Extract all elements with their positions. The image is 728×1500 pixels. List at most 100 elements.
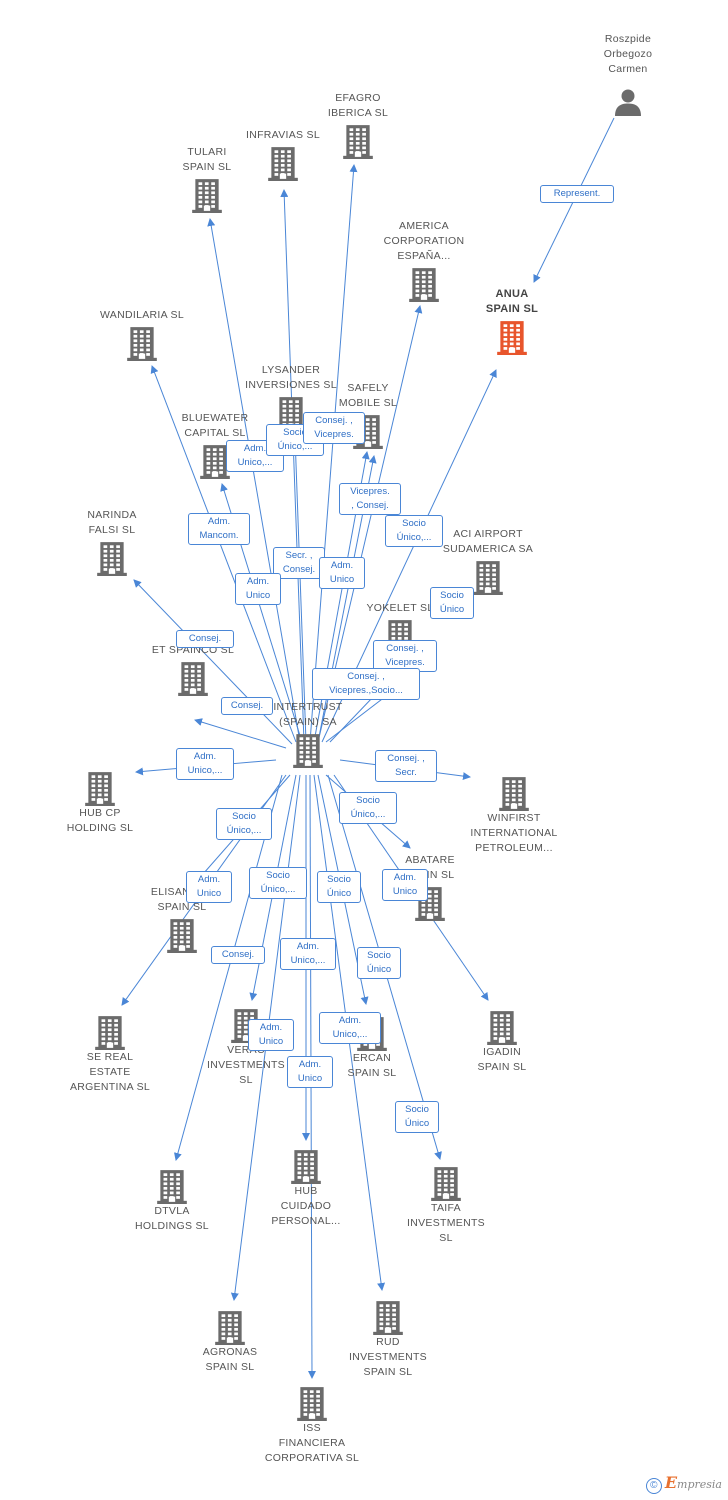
company-label: ISS FINANCIERA CORPORATIVA SL [264, 1422, 360, 1464]
company-label: LYSANDER INVERSIONES SL [245, 364, 337, 391]
company-node-taifa[interactable]: TAIFA INVESTMENTS SL [381, 1163, 511, 1246]
company-node-anua[interactable]: ANUA SPAIN SL [447, 287, 577, 355]
company-label: SAFELY MOBILE SL [338, 382, 398, 409]
building-icon [178, 662, 208, 696]
company-label: DTVLA HOLDINGS SL [135, 1205, 209, 1232]
building-icon [343, 125, 373, 159]
company-node-efagro[interactable]: EFAGRO IBERICA SL [293, 91, 423, 159]
relation-label-narinda[interactable]: Consej. [176, 630, 234, 648]
relation-label-represent[interactable]: Represent. [540, 185, 614, 203]
copyright-footer: ©Empresia [645, 1473, 722, 1494]
company-node-hubcp[interactable]: HUB CP HOLDING SL [35, 768, 165, 836]
relation-label-taifa[interactable]: Socio Único [357, 947, 401, 979]
building-icon [293, 734, 323, 768]
company-node-bluewater[interactable]: BLUEWATER CAPITAL SL [150, 411, 280, 479]
edge-line [133, 579, 293, 745]
company-node-wandilaria[interactable]: WANDILARIA SL [77, 308, 207, 361]
edge-line [150, 365, 297, 743]
company-label: NARINDA FALSI SL [87, 509, 137, 536]
relation-label-wandilaria[interactable]: Adm. Mancom. [188, 513, 250, 545]
building-icon [291, 1150, 321, 1184]
company-label: ERCAN SPAIN SL [347, 1052, 397, 1079]
relation-label-hubcuidado[interactable]: Adm. Unico,... [280, 938, 336, 970]
company-label: IGADIN SPAIN SL [477, 1046, 527, 1073]
relation-label-anua[interactable]: Consej. , Vicepres.,Socio... [312, 668, 420, 700]
company-label: EFAGRO IBERICA SL [327, 92, 389, 119]
company-node-hubcuidado[interactable]: HUB CUIDADO PERSONAL... [241, 1146, 371, 1229]
company-label: HUB CUIDADO PERSONAL... [271, 1185, 341, 1227]
relation-label-america[interactable]: Socio Único,... [385, 515, 443, 547]
relation-label-abatare[interactable]: Socio Único,... [339, 792, 397, 824]
edge-line [280, 189, 305, 743]
company-node-tulari[interactable]: TULARI SPAIN SL [142, 145, 272, 213]
company-node-winfirst[interactable]: WINFIRST INTERNATIONAL PETROLEUM... [449, 773, 579, 856]
building-icon [373, 1301, 403, 1335]
brand-name: mpresia [677, 1478, 722, 1491]
relation-label-elisandra2[interactable]: Adm. Unico [186, 871, 232, 903]
relation-label-etspainco[interactable]: Consej. [221, 697, 273, 715]
company-node-dtvla[interactable]: DTVLA HOLDINGS SL [107, 1166, 237, 1234]
copyright-icon: © [645, 1478, 662, 1494]
company-label: WANDILARIA SL [99, 309, 185, 321]
relation-label-igadin[interactable]: Adm. Unico [382, 869, 428, 901]
company-label: AMERICA CORPORATION ESPAÑA... [383, 220, 465, 262]
relation-label-aci[interactable]: Socio Único [430, 587, 474, 619]
company-node-iss[interactable]: ISS FINANCIERA CORPORATIVA SL [247, 1383, 377, 1466]
relation-label-hubcp[interactable]: Adm. Unico,... [176, 748, 234, 780]
company-node-safely[interactable]: SAFELY MOBILE SL [303, 381, 433, 449]
building-icon [95, 1016, 125, 1050]
relation-label-sereal[interactable]: Consej. [211, 946, 265, 964]
building-icon [127, 327, 157, 361]
company-node-agronas[interactable]: AGRONAS SPAIN SL [165, 1307, 295, 1375]
building-icon [200, 445, 230, 479]
company-node-elisandra[interactable]: ELISANDRA SPAIN SL [117, 885, 247, 953]
company-node-narinda[interactable]: NARINDA FALSI SL [47, 508, 177, 576]
relation-label-verac[interactable]: Socio Único,... [249, 867, 307, 899]
company-label: HUB CP HOLDING SL [66, 807, 134, 834]
company-label: ACI AIRPORT SUDAMERICA SA [442, 528, 534, 555]
company-node-rud[interactable]: RUD INVESTMENTS SPAIN SL [323, 1297, 453, 1380]
relation-label-safely2[interactable]: Adm. Unico [319, 557, 365, 589]
relation-label-yokelet[interactable]: Consej. , Vicepres. [373, 640, 437, 672]
company-node-aciairport[interactable]: ACI AIRPORT SUDAMERICA SA [423, 527, 553, 595]
company-node-etspainco[interactable]: ET SPAINCO SL [128, 643, 258, 696]
relation-label-ercan[interactable]: Socio Único [317, 871, 361, 903]
relation-label-ercan2[interactable]: Adm. Unico,... [319, 1012, 381, 1044]
relation-label-safely[interactable]: Vicepres. , Consej. [339, 483, 401, 515]
person-node[interactable]: Roszpide Orbegozo Carmen [578, 32, 678, 117]
relation-label-efagro[interactable]: Consej. , Vicepres. [303, 412, 365, 444]
person-label: Roszpide Orbegozo Carmen [603, 33, 653, 75]
building-icon [431, 1167, 461, 1201]
edge-line [291, 435, 307, 743]
company-label: BLUEWATER CAPITAL SL [181, 412, 249, 439]
edge-line [309, 164, 358, 743]
company-label: TAIFA INVESTMENTS SL [407, 1202, 485, 1244]
building-icon [215, 1311, 245, 1345]
relation-label-bluewater[interactable]: Adm. Unico [235, 573, 281, 605]
building-icon [85, 772, 115, 806]
relation-label-taifa2[interactable]: Socio Único [395, 1101, 439, 1133]
relation-label-elisandra[interactable]: Socio Único,... [216, 808, 272, 840]
person-icon [615, 89, 641, 116]
company-label: WINFIRST INTERNATIONAL PETROLEUM... [470, 812, 558, 854]
company-node-intertrust[interactable]: INTERTRUST (SPAIN) SA [243, 700, 373, 768]
company-node-america[interactable]: AMERICA CORPORATION ESPAÑA... [359, 219, 489, 302]
company-node-sereal[interactable]: SE REAL ESTATE ARGENTINA SL [45, 1012, 175, 1095]
building-icon [167, 919, 197, 953]
company-node-infravias[interactable]: INFRAVIAS SL [218, 128, 348, 181]
relation-label-agronas[interactable]: Adm. Unico [248, 1019, 294, 1051]
edge-line [207, 218, 301, 743]
company-label: RUD INVESTMENTS SPAIN SL [349, 1336, 427, 1378]
company-node-igadin[interactable]: IGADIN SPAIN SL [437, 1007, 567, 1075]
building-icon [499, 777, 529, 811]
relation-label-winfirst[interactable]: Consej. , Secr. [375, 750, 437, 782]
company-label: TULARI SPAIN SL [182, 146, 232, 173]
brand-initial: E [664, 1473, 678, 1492]
company-label: INTERTRUST (SPAIN) SA [273, 701, 343, 728]
company-label: YOKELET SL [366, 602, 434, 614]
building-icon [487, 1011, 517, 1045]
building-icon [97, 542, 127, 576]
edge-line [194, 718, 287, 749]
relation-label-iss[interactable]: Adm. Unico [287, 1056, 333, 1088]
building-icon [268, 147, 298, 181]
